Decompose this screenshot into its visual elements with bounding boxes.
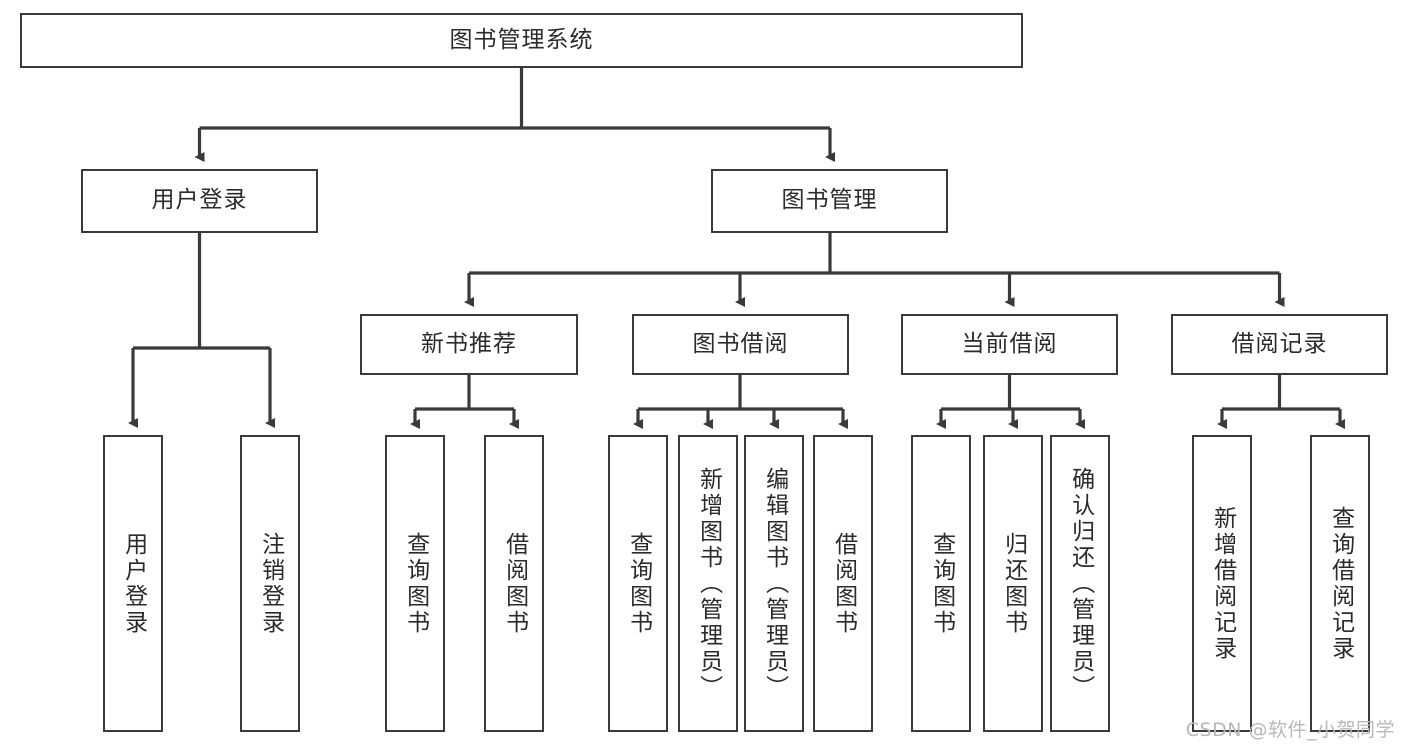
node-leaf-user-login[interactable]: 用户登录 <box>103 435 163 732</box>
node-leaf-query-book-cur[interactable]: 查询图书 <box>911 435 971 732</box>
node-leaf-query-book-borrow-label: 查询图书 <box>625 531 652 636</box>
node-leaf-borrow-book-label: 借阅图书 <box>830 531 857 636</box>
node-borrow-record[interactable]: 借阅记录 <box>1171 314 1388 375</box>
node-leaf-user-logout-label: 注销登录 <box>257 531 284 636</box>
node-root[interactable]: 图书管理系统 <box>20 13 1023 68</box>
node-leaf-borrow-book-rec-label: 借阅图书 <box>501 531 528 636</box>
node-leaf-borrow-book-rec[interactable]: 借阅图书 <box>484 435 544 732</box>
node-current-borrow[interactable]: 当前借阅 <box>901 314 1118 375</box>
node-leaf-return-book[interactable]: 归还图书 <box>983 435 1043 732</box>
node-new-book-rec[interactable]: 新书推荐 <box>360 314 578 375</box>
watermark-text: CSDN @软件_小贺同学 <box>1185 719 1395 741</box>
node-book-manage-label: 图书管理 <box>781 187 878 214</box>
node-leaf-query-book-borrow[interactable]: 查询图书 <box>608 435 668 732</box>
node-user-login-label: 用户登录 <box>151 187 248 214</box>
node-root-label: 图书管理系统 <box>449 26 594 53</box>
node-leaf-add-book[interactable]: 新增图书（管理员） <box>678 435 738 732</box>
node-leaf-return-book-label: 归还图书 <box>1000 531 1027 636</box>
node-book-manage[interactable]: 图书管理 <box>711 169 948 233</box>
node-leaf-add-record[interactable]: 新增借阅记录 <box>1192 435 1252 732</box>
node-leaf-query-book-rec[interactable]: 查询图书 <box>385 435 445 732</box>
node-leaf-edit-book[interactable]: 编辑图书（管理员） <box>744 435 804 732</box>
node-borrow-record-label: 借阅记录 <box>1231 330 1328 357</box>
node-leaf-confirm-return[interactable]: 确认归还（管理员） <box>1050 435 1110 732</box>
node-book-borrow-label: 图书借阅 <box>692 330 789 357</box>
node-leaf-borrow-book[interactable]: 借阅图书 <box>813 435 873 732</box>
node-leaf-user-logout[interactable]: 注销登录 <box>240 435 300 732</box>
node-leaf-query-record[interactable]: 查询借阅记录 <box>1310 435 1370 732</box>
node-leaf-query-record-label: 查询借阅记录 <box>1327 505 1354 662</box>
node-leaf-add-book-label: 新增图书（管理员） <box>695 466 722 701</box>
node-new-book-rec-label: 新书推荐 <box>421 330 517 357</box>
node-leaf-query-book-rec-label: 查询图书 <box>402 531 429 636</box>
node-leaf-edit-book-label: 编辑图书（管理员） <box>761 466 788 701</box>
node-user-login[interactable]: 用户登录 <box>81 169 318 233</box>
node-leaf-user-login-label: 用户登录 <box>120 531 147 636</box>
node-leaf-confirm-return-label: 确认归还（管理员） <box>1067 466 1094 701</box>
node-leaf-add-record-label: 新增借阅记录 <box>1209 505 1236 662</box>
node-current-borrow-label: 当前借阅 <box>961 330 1058 357</box>
node-book-borrow[interactable]: 图书借阅 <box>632 314 849 375</box>
node-leaf-query-book-cur-label: 查询图书 <box>928 531 955 636</box>
